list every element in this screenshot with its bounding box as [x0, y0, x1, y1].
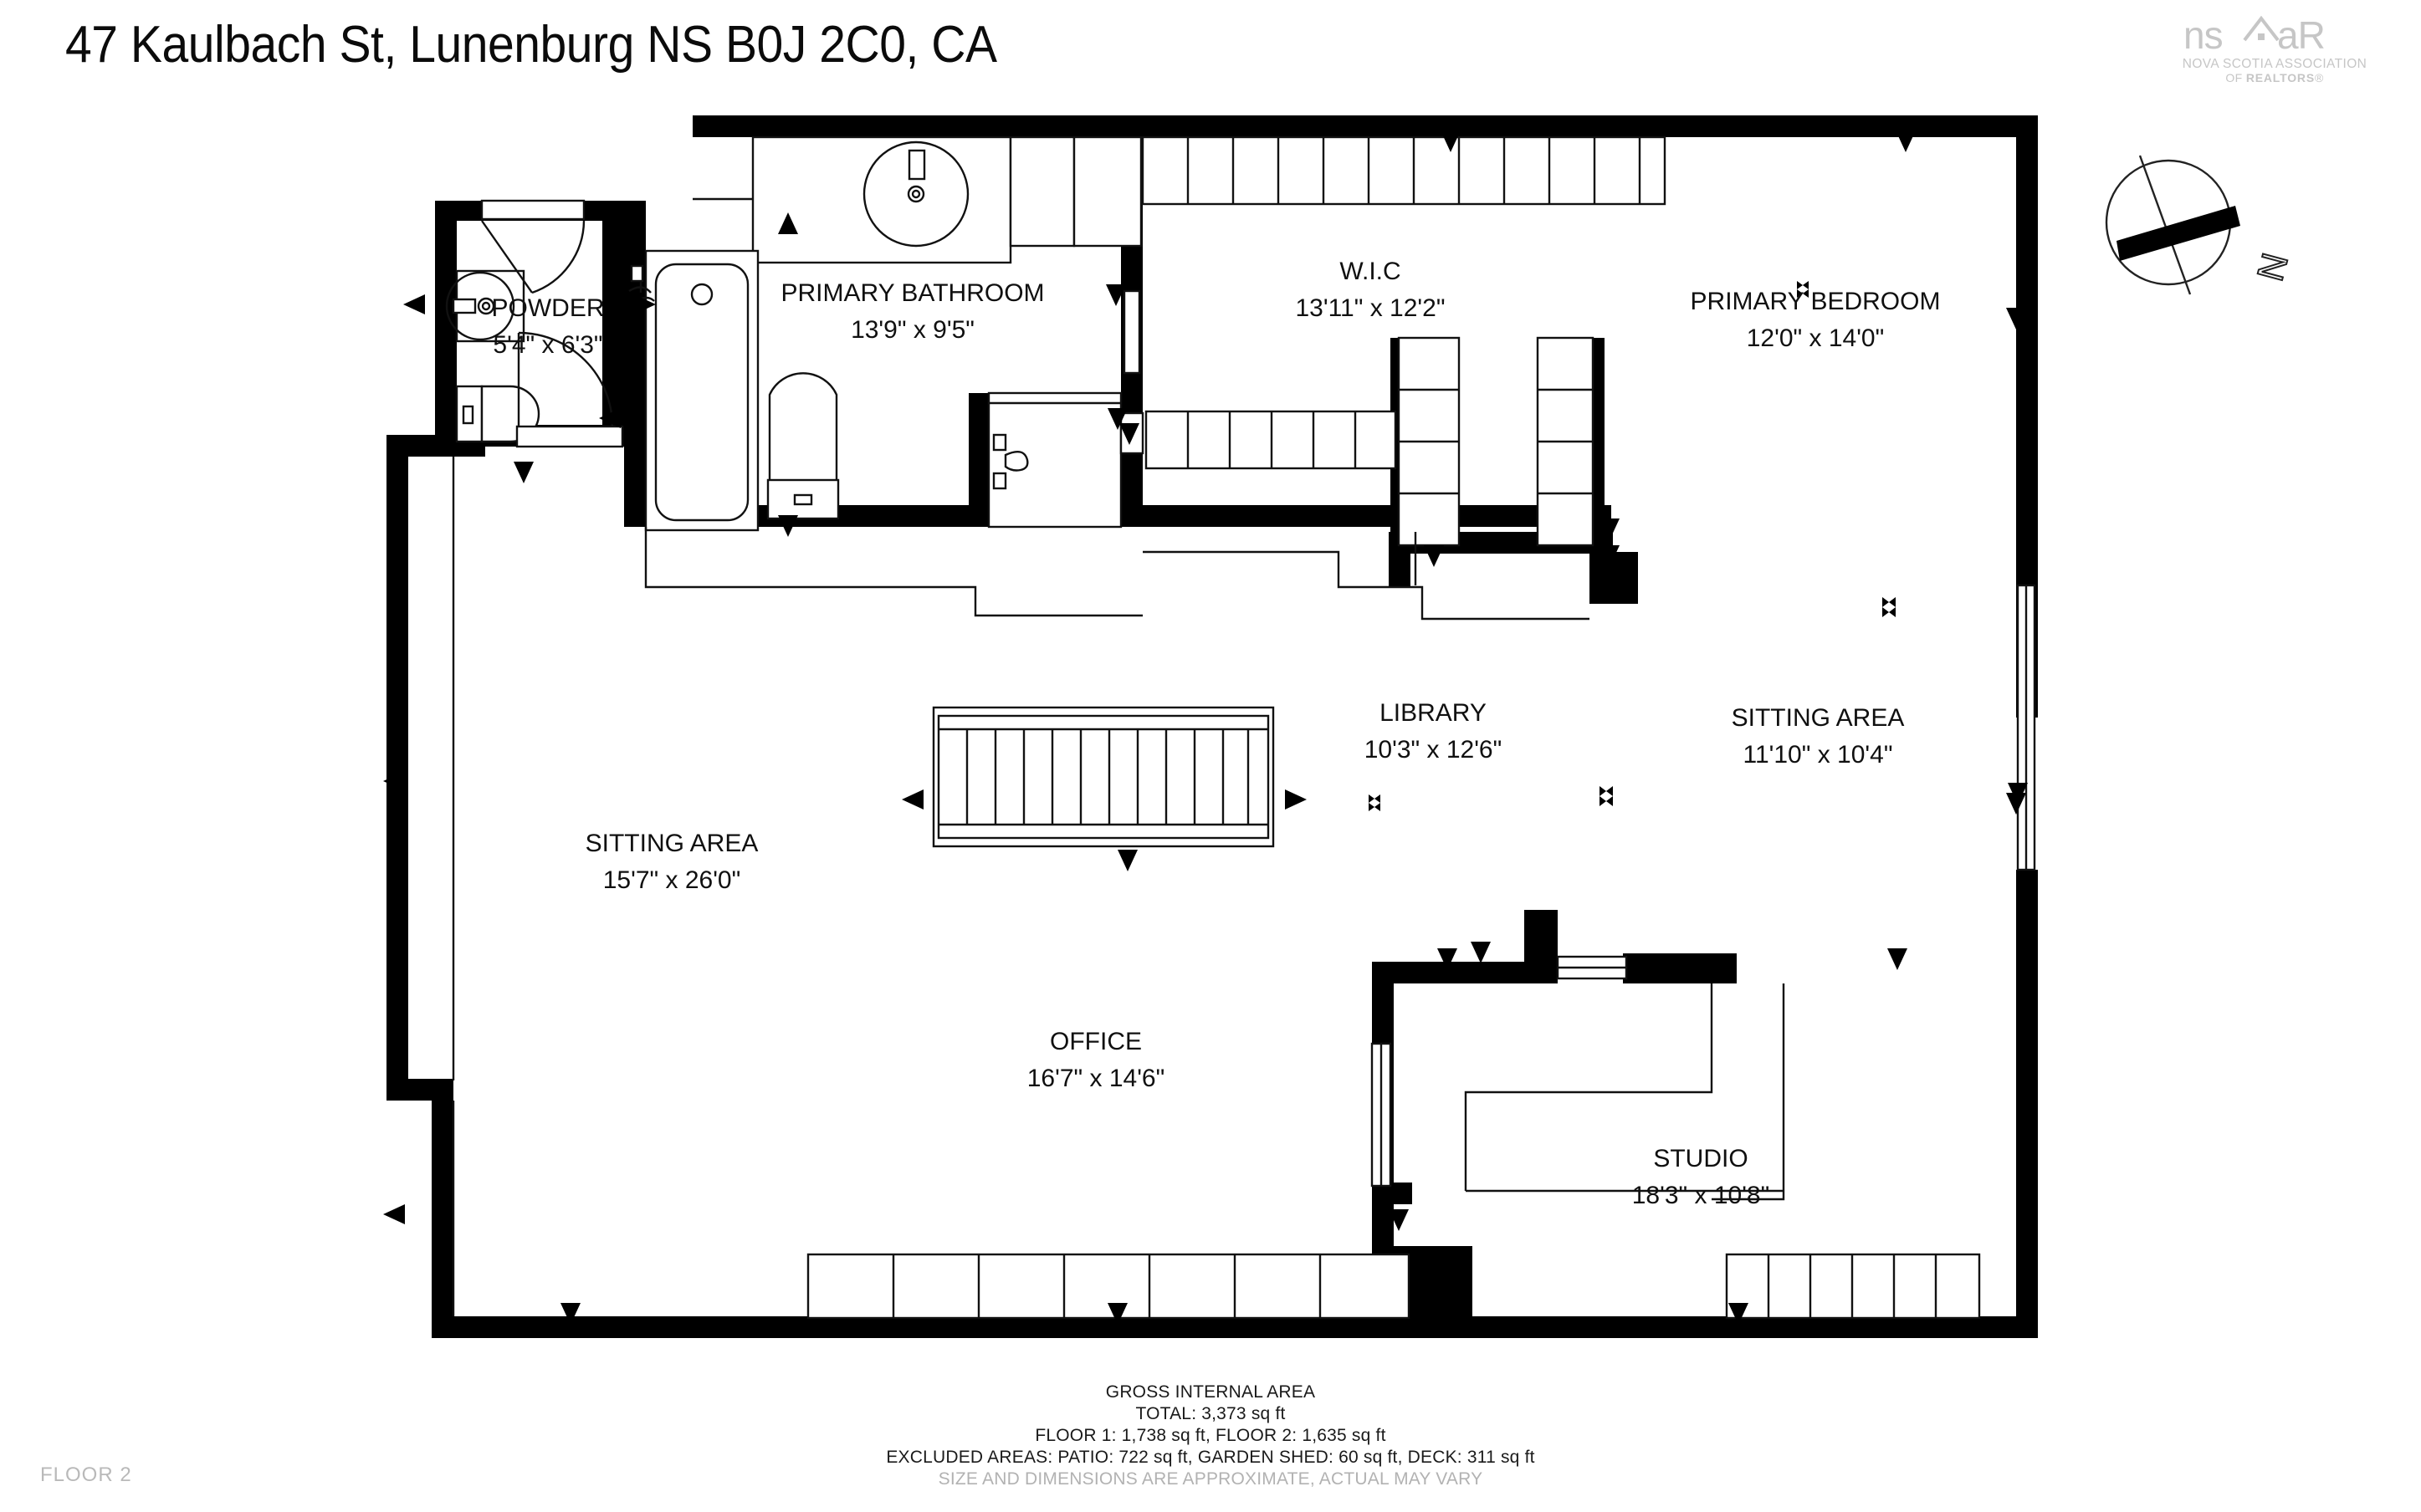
bathroom-toilet — [766, 372, 840, 520]
compass-north-label: N — [2249, 248, 2296, 284]
room-name-office: OFFICE — [1050, 1028, 1142, 1055]
stair-run-bottom-left — [806, 1253, 1410, 1320]
logo-realtors: REALTORS — [2245, 71, 2315, 84]
bathtub — [635, 249, 760, 532]
logo-mark-left: ns — [2183, 13, 2224, 57]
room-dimensions-primary-bathroom: 13'9" x 9'5" — [851, 316, 975, 344]
stair-run-top — [1141, 135, 1666, 206]
room-name-primary-bathroom: PRIMARY BATHROOM — [781, 279, 1044, 307]
bathroom-cubicle — [987, 391, 1123, 529]
room-name-wic: W.I.C — [1339, 258, 1400, 285]
window-right-upper — [2016, 584, 2036, 871]
opening-markers — [383, 130, 2028, 1325]
room-name-studio: STUDIO — [1653, 1145, 1748, 1172]
excluded-areas: EXCLUDED AREAS: PATIO: 722 sq ft, GARDEN… — [886, 1448, 1535, 1467]
room-dimensions-powder: 5'4" x 6'3" — [493, 331, 602, 359]
logo-of: OF — [2225, 71, 2246, 84]
studio-outline — [1464, 983, 1785, 1201]
disclaimer: SIZE AND DIMENSIONS ARE APPROXIMATE, ACT… — [938, 1469, 1483, 1489]
bathroom-faucet-icon — [628, 264, 652, 294]
room-name-powder: POWDER — [492, 294, 605, 322]
room-dimensions-primary-bedroom: 12'0" x 14'0" — [1747, 324, 1885, 352]
wic-lower-outline — [1143, 532, 1589, 621]
room-dimensions-office: 16'7" x 14'6" — [1027, 1065, 1165, 1092]
nsar-logo: ns aR NOVA SCOTIA ASSOCIATION OF REALTOR… — [2178, 15, 2371, 84]
room-name-library: LIBRARY — [1379, 699, 1487, 727]
compass-rose-icon: N — [2105, 155, 2296, 295]
window-studio-top — [1556, 955, 1628, 980]
room-dimensions-library: 10'3" x 12'6" — [1364, 736, 1502, 764]
wic-closet-shelves — [1397, 336, 1594, 547]
room-labels: POWDER 5'4" x 6'3" PRIMARY BATHROOM 13'9… — [492, 258, 1941, 1209]
logo-mark-right: aR — [2277, 13, 2326, 57]
logo-mark: ns aR — [2178, 15, 2371, 55]
room-name-sitting-area-right: SITTING AREA — [1732, 704, 1905, 732]
logo-subtitle-line1: NOVA SCOTIA ASSOCIATION — [2182, 57, 2367, 71]
floor-areas: FLOOR 1: 1,738 sq ft, FLOOR 2: 1,635 sq … — [1035, 1426, 1386, 1445]
house-roof-icon — [2243, 15, 2280, 42]
window-studio-left — [1370, 1042, 1392, 1188]
bathroom-vanity — [693, 135, 1143, 264]
total-area: TOTAL: 3,373 sq ft — [1135, 1404, 1286, 1423]
sitting-area-interior-lines — [452, 457, 1143, 1316]
room-dimensions-wic: 13'11" x 12'2" — [1296, 294, 1446, 322]
room-dimensions-sitting-area-right: 11'10" x 10'4" — [1743, 741, 1893, 769]
stair-run-bottom-right — [1725, 1253, 1981, 1320]
gross-internal-area-heading: GROSS INTERNAL AREA — [1105, 1382, 1316, 1402]
room-dimensions-sitting-area-left: 15'7" x 26'0" — [603, 866, 741, 894]
central-stair — [932, 706, 1275, 848]
room-dimensions-studio: 18'3" x 10'8" — [1632, 1182, 1770, 1209]
room-name-primary-bedroom: PRIMARY BEDROOM — [1691, 288, 1941, 315]
stair-run-wic — [1144, 410, 1397, 470]
logo-subtitle-line2: OF REALTORS® — [2178, 71, 2371, 84]
area-summary: GROSS INTERNAL AREA TOTAL: 3,373 sq ft F… — [0, 1382, 2421, 1490]
powder-sink — [445, 269, 525, 343]
powder-door-top — [480, 199, 586, 294]
logo-reg-mark: ® — [2314, 71, 2324, 84]
powder-door-bottom — [515, 331, 624, 448]
room-name-sitting-area-left: SITTING AREA — [586, 830, 759, 857]
page-title: 47 Kaulbach St, Lunenburg NS B0J 2C0, CA — [65, 16, 997, 74]
floor-label: FLOOR 2 — [40, 1463, 132, 1486]
